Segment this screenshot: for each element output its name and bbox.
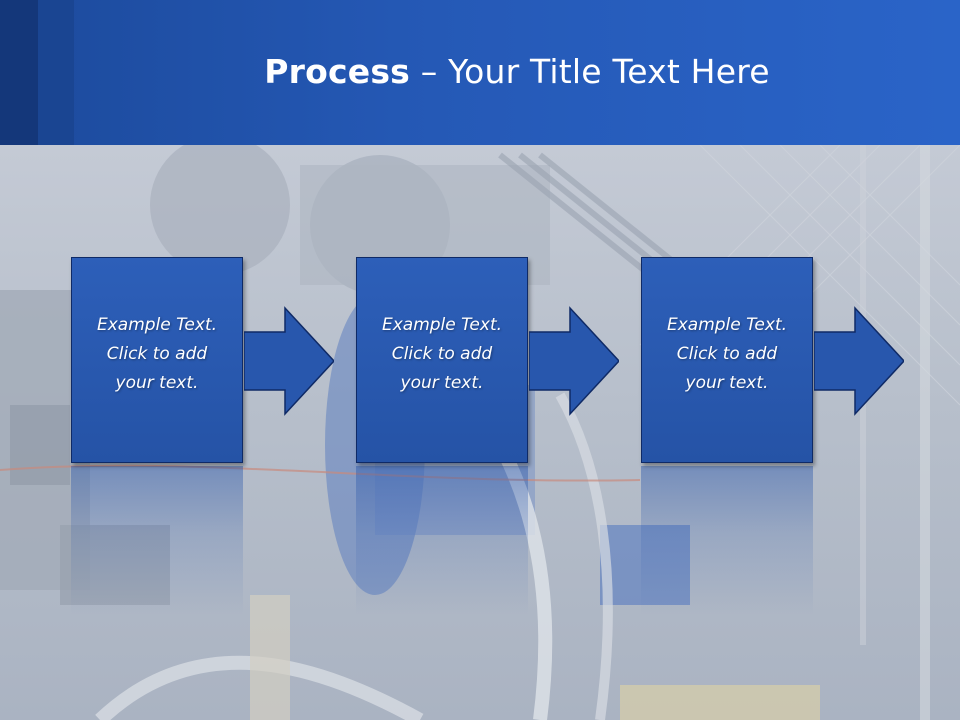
arrow-right-icon: [529, 306, 619, 416]
title-bar: Process – Your Title Text Here: [0, 0, 960, 145]
box-reflection: [356, 466, 528, 616]
slide-title[interactable]: Process – Your Title Text Here: [74, 52, 960, 91]
box-reflection: [71, 466, 243, 616]
process-step-box[interactable]: Example Text. Click to add your text.: [356, 257, 528, 463]
title-bold: Process: [264, 52, 411, 91]
step-text: Example Text. Click to add your text.: [381, 314, 503, 393]
step-text: Example Text. Click to add your text.: [666, 314, 788, 393]
arrow-right-icon: [244, 306, 334, 416]
box-reflection: [641, 466, 813, 616]
arrow-right-icon: [814, 306, 904, 416]
process-step-box[interactable]: Example Text. Click to add your text.: [641, 257, 813, 463]
header-accent-band: [38, 0, 74, 145]
step-text: Example Text. Click to add your text.: [96, 314, 218, 393]
title-rest: – Your Title Text Here: [410, 52, 770, 91]
header-accent-band: [0, 0, 38, 145]
process-step-box[interactable]: Example Text. Click to add your text.: [71, 257, 243, 463]
